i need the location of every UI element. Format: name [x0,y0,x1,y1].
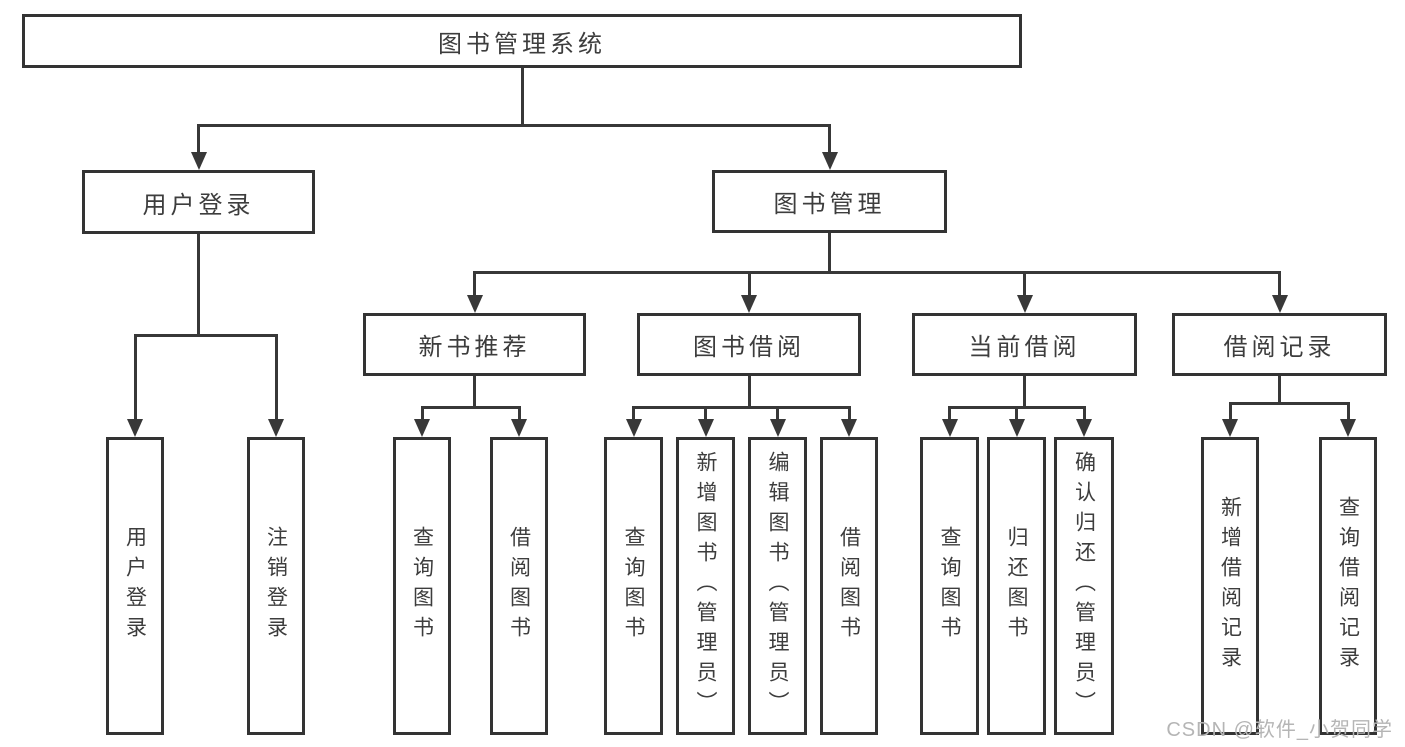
node-bb-borrow: 借阅图书 [820,437,878,735]
node-label: 查询借阅记录 [1336,496,1360,676]
connector-segment [420,405,521,409]
connector-segment [1228,403,1232,423]
node-label: 借阅图书 [837,526,861,646]
node-label: 用户登录 [123,526,147,646]
node-label: 借阅图书 [507,526,531,646]
node-label: 图书管理系统 [438,30,606,58]
arrowhead-icon [697,419,714,437]
node-label: 编辑图书（管理员） [766,451,789,721]
connector-segment [1278,272,1281,299]
arrowhead-icon [821,152,838,170]
arrowhead-icon [1016,295,1033,313]
connector-segment [776,407,779,423]
connector-segment [473,270,1281,274]
node-cb-confirm: 确认归还（管理员） [1054,437,1114,735]
node-label: 查询图书 [622,526,645,646]
connector-segment [1346,403,1350,423]
node-user-login-v: 用户登录 [106,437,164,735]
node-borrow-records: 借阅记录 [1172,313,1387,376]
node-nbr-query: 查询图书 [393,437,451,735]
connector-segment [632,405,851,409]
connector-segment [747,272,751,299]
connector-segment [197,123,831,127]
arrowhead-icon [741,295,757,313]
node-nbr-borrow: 借阅图书 [490,437,548,735]
node-cb-query: 查询图书 [920,437,979,735]
connector-segment [420,407,424,423]
node-label: 当前借阅 [968,334,1081,361]
arrowhead-icon [1222,419,1238,437]
node-new-book-rec: 新书推荐 [363,313,586,376]
node-bb-edit: 编辑图书（管理员） [748,437,807,735]
connector-segment [473,376,476,409]
connector-segment [473,272,476,299]
arrowhead-icon [1271,295,1288,313]
node-label: 注销登录 [264,526,288,646]
connector-segment [632,407,635,423]
node-logout-v: 注销登录 [247,437,305,735]
connector-segment [133,333,278,337]
arrowhead-icon [1340,419,1356,437]
node-label: 用户登录 [142,191,255,219]
connector-segment [1023,376,1026,409]
node-book-management: 图书管理 [712,170,947,233]
node-bb-add: 新增图书（管理员） [676,437,735,735]
connector-segment [1228,401,1350,405]
connector-segment [847,407,851,423]
connector-segment [133,335,137,423]
connector-segment [1015,407,1018,423]
node-label: 借阅记录 [1223,334,1336,361]
node-label: 图书借阅 [693,334,805,361]
arrowhead-icon [466,295,483,313]
node-current-borrowing: 当前借阅 [912,313,1137,376]
arrowhead-icon [841,419,857,437]
arrowhead-icon [941,419,958,437]
csdn-watermark: CSDN @软件_小贺同学 [1166,719,1393,741]
connector-segment [1082,407,1086,423]
node-label: 新增图书（管理员） [694,451,717,721]
node-root: 图书管理系统 [22,14,1022,68]
connector-segment [747,376,751,409]
connector-segment [520,68,524,127]
node-label: 查询图书 [938,526,961,646]
connector-segment [704,407,707,423]
node-label: 查询图书 [410,526,434,646]
node-label: 新增借阅记录 [1218,496,1242,676]
connector-segment [197,234,200,337]
connector-segment [197,125,200,156]
node-user-login: 用户登录 [82,170,315,234]
arrowhead-icon [769,419,786,437]
node-book-borrowing: 图书借阅 [637,313,861,376]
connector-segment [517,407,521,423]
arrowhead-icon [1076,419,1092,437]
connector-segment [948,407,951,423]
node-label: 图书管理 [773,191,886,218]
node-bb-query: 查询图书 [604,437,663,735]
arrowhead-icon [268,419,284,437]
arrowhead-icon [190,152,207,170]
node-label: 新书推荐 [418,334,531,361]
arrowhead-icon [414,419,430,437]
arrowhead-icon [625,419,642,437]
connector-segment [828,125,831,156]
node-label: 确认归还（管理员） [1072,451,1096,721]
connector-segment [828,233,831,274]
node-label: 归还图书 [1005,526,1028,646]
node-cb-return: 归还图书 [987,437,1046,735]
arrowhead-icon [127,419,143,437]
connector-segment [1023,272,1026,299]
arrowhead-icon [1008,419,1025,437]
arrowhead-icon [511,419,527,437]
connector-segment [1278,376,1281,405]
node-br-query: 查询借阅记录 [1319,437,1377,735]
connector-segment [274,335,278,423]
node-br-add: 新增借阅记录 [1201,437,1259,735]
